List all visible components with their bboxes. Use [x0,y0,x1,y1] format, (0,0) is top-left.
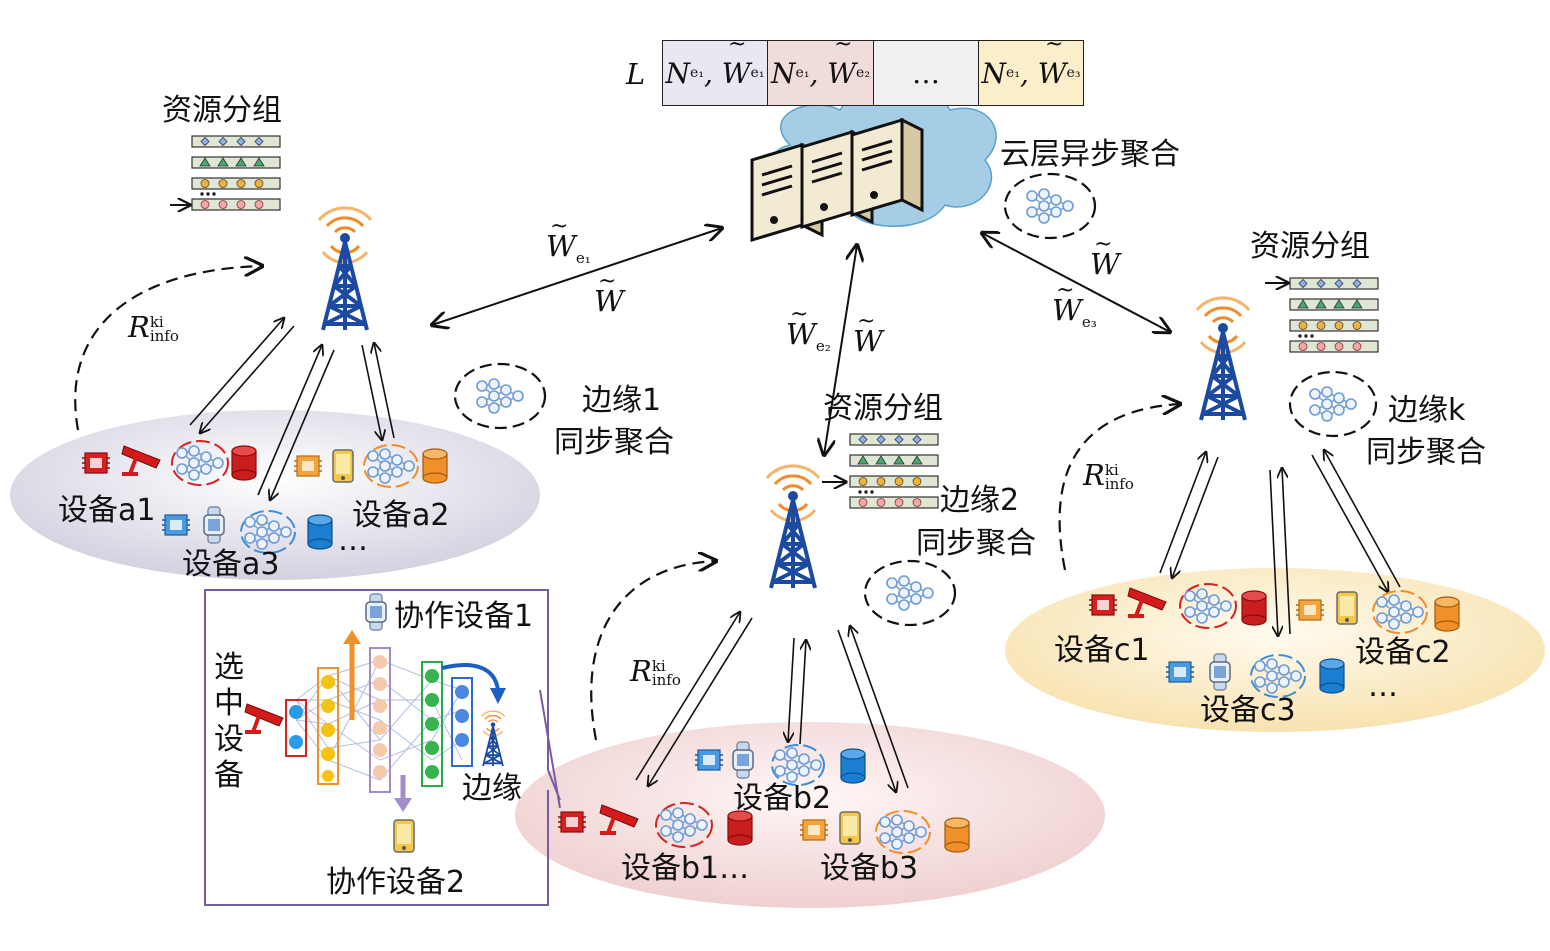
label-rinfo-c-sub: info [1104,475,1134,493]
label-rinfo-c-sup: ki [1104,461,1119,479]
ledger-cell-2-w: W [827,56,857,90]
label-w-e3: We₃ [1052,280,1097,331]
ledger-cell-2-n: N [771,56,796,90]
cloud-server [750,86,997,243]
edge2-agg-label-1: 边缘2 [940,483,1020,518]
label-w-tilde-1-w: W [594,271,624,316]
device-c2-label: 设备c2 [1355,635,1451,670]
ledger-cell-3: … [873,40,979,106]
link-cloud-edge2 [824,245,857,455]
cloud-aggregation-model [1003,172,1097,240]
edge1-agg-label-1: 边缘1 [582,383,662,418]
edge1-tower-icon [317,205,373,332]
link-cloud-edgek [982,233,1170,332]
rinfo-arrow-b [590,561,716,741]
ledger-cell-3-n: … [912,56,940,90]
label-rinfo-c-r: R [1083,458,1105,492]
device-b3-label: 设备b3 [820,851,919,886]
ledger-cell-2-nsub: e₁ [795,65,810,81]
ledger-cell-1-nsub: e₁ [690,65,704,81]
edgek-group-label: 资源分组 [1250,229,1370,264]
edge2-group-label: 资源分组 [823,391,943,426]
rinfo-arrow-c [1058,404,1180,571]
inset-edge-label: 边缘 [462,771,522,806]
label-rinfo-b-sup: ki [651,657,666,675]
edge2-aggregation-model [863,559,957,627]
cloud-label: 云层异步聚合 [1000,137,1180,172]
label-w-e1: We₁ [546,216,591,267]
inset-helper2-label: 协作设备2 [326,865,466,900]
device-a2-label: 设备a2 [352,498,450,533]
ledger-cell-4-n: N [981,56,1007,90]
ledger-cell-1-w: W [721,56,751,90]
edge1-aggregation-model [453,362,547,430]
label-w-e1-w: W [546,216,576,261]
device-a-ellipsis: … [338,523,368,558]
device-b1-label: 设备b1… [621,851,750,886]
edge1-agg-label-2: 同步聚合 [554,425,674,460]
label-w-tilde-1: W [594,271,624,316]
inset-helper1-label: 协作设备1 [394,599,534,634]
ledger-cell-4-wsub: e₃ [1066,65,1081,81]
ledger-label: L [626,57,646,91]
edgek-aggregation-model [1288,370,1378,438]
label-w-tilde-2-w: W [853,311,883,356]
ledger-cell-1-wsub: e₁ [750,65,765,81]
label-rinfo-a-sub: info [149,327,179,345]
edgek-agg-label-2: 同步聚合 [1366,435,1486,470]
label-w-e2: We₂ [786,304,831,355]
edgek-resource-group [1289,277,1379,353]
ledger-tilde-2: ~ [834,32,853,57]
device-c1-label: 设备c1 [1054,633,1150,668]
edge2-resource-group [849,433,939,509]
edgek-agg-label-1: 边缘k [1388,393,1466,428]
label-w-e3-w: W [1052,280,1082,325]
ledger-cell-4-nsub: e₁ [1006,65,1020,81]
inset-selected-label: 选中设备 [214,650,244,793]
label-rinfo-a-sup: ki [149,313,164,331]
ledger-tilde-1: ~ [728,32,747,57]
cluster-b [515,722,1105,908]
device-a3-label: 设备a3 [182,547,280,582]
device-a1-label: 设备a1 [58,493,156,528]
device-c3-label: 设备c3 [1200,693,1296,728]
device-c-ellipsis: … [1368,669,1398,704]
label-w-tilde-3-w: W [1090,234,1120,279]
cluster-c-devices [1088,583,1460,698]
cluster-b-devices [557,741,970,854]
label-w-tilde-3: W [1090,234,1120,279]
ledger-cell-2-wsub: e₂ [856,65,870,81]
edge2-tower-icon [765,463,821,590]
ledger-tilde-4: ~ [1045,32,1064,57]
label-w-e2-sub: e₂ [815,336,831,355]
edgek-tower-icon [1195,295,1251,422]
ledger-cell-4-w: W [1037,56,1067,90]
label-w-e3-sub: e₃ [1081,312,1097,331]
label-rinfo-b-r: R [630,654,652,688]
label-w-e2-w: W [786,304,816,349]
cluster-a-devices [81,440,448,554]
ledger-cell-1-n: N [665,56,691,90]
device-b2-label: 设备b2 [733,781,832,816]
edge1-group-label: 资源分组 [162,93,282,128]
label-rinfo-a-r: R [128,310,150,344]
edge2-agg-label-2: 同步聚合 [916,526,1036,561]
label-w-tilde-2: W [853,311,883,356]
rinfo-arrow-a [74,266,262,431]
label-w-e1-sub: e₁ [575,248,591,267]
inset-split-inference [204,589,561,906]
edge1-resource-group [191,135,281,211]
label-rinfo-b-sub: info [651,671,681,689]
link-cloud-edge1 [432,228,722,325]
